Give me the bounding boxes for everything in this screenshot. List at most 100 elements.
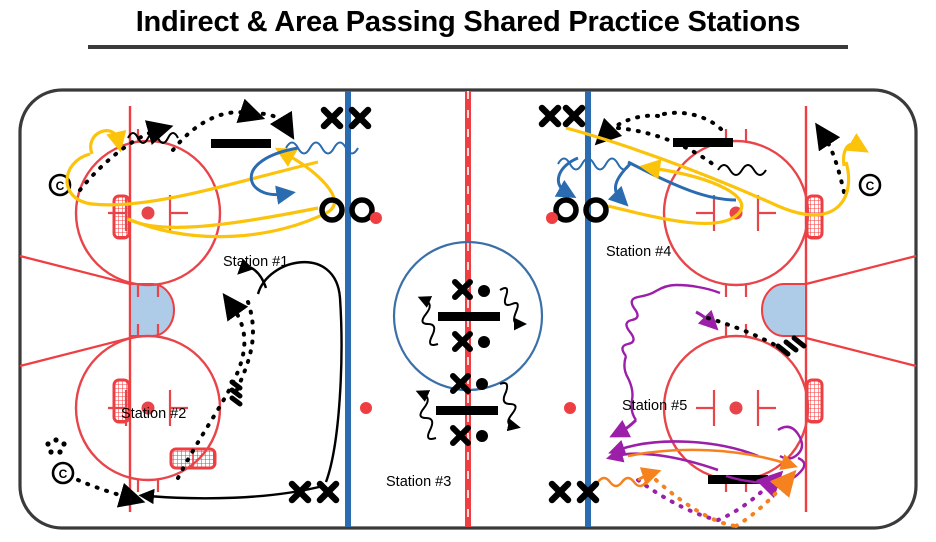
station3-lower-players: [450, 373, 488, 446]
page-header: Indirect & Area Passing Shared Practice …: [0, 0, 936, 62]
orange-arrow-5a: [637, 467, 662, 486]
rink-markings: [19, 91, 917, 527]
yellow-skate-path-1c: [127, 206, 319, 229]
title-divider: [88, 45, 848, 49]
o-marker: [319, 197, 345, 223]
dotted-pass-2c: [76, 478, 146, 508]
page-title: Indirect & Area Passing Shared Practice …: [135, 6, 801, 38]
dotted-pass-1a: [78, 120, 174, 192]
wave-skate-1: [127, 132, 179, 144]
rink-svg: C C C: [18, 88, 918, 530]
station-3-group: Station #3: [386, 279, 527, 490]
dotted-pass-4c: [662, 110, 724, 132]
puck-marker: [546, 212, 558, 224]
goal-net-right-top: [805, 194, 824, 240]
chevrons-5: [775, 335, 807, 357]
blue-shot-arrow-4: [607, 162, 632, 207]
hockey-rink-diagram: C C C: [18, 88, 918, 530]
wave-loop-3b-right: [499, 382, 521, 432]
coach-icon-left-bottom: C: [51, 461, 75, 485]
x-marker-right-top-group: [538, 104, 586, 128]
yellow-skate-arrow-4a: [842, 133, 869, 167]
barrier-bar-station3-lower: [436, 406, 498, 415]
station3-upper-players: [452, 279, 490, 352]
goal-net-right-bottom: [805, 378, 824, 424]
goal-crease-right: [761, 283, 807, 337]
black-skate-curve-2a: [256, 260, 343, 483]
purple-pass-curve-5b: [605, 446, 719, 472]
station-3-label: Station #3: [386, 474, 451, 490]
dotted-pass-1b: [171, 98, 266, 152]
svg-text:C: C: [56, 179, 65, 193]
purple-arrow-5b: [609, 418, 638, 438]
x-marker: [562, 104, 586, 128]
station-4-group: Station #4: [554, 110, 869, 260]
blue-shot-path-4: [554, 156, 579, 198]
puck-marker: [370, 212, 382, 224]
station-4-label: Station #4: [606, 244, 671, 260]
coach-icon-right-top: C: [858, 173, 882, 197]
x-marker: [316, 480, 340, 504]
barrier-bar-station3-upper: [438, 312, 500, 321]
purple-wave-5b: [623, 355, 637, 421]
x-marker-left-bottom-group: [288, 480, 340, 504]
trapezoid-right-bottom: [805, 336, 917, 368]
x-marker: [548, 480, 572, 504]
x-marker: [288, 480, 312, 504]
orange-pass-curve-5: [627, 448, 798, 470]
orange-dotted-5b: [734, 469, 797, 528]
purple-wave-5a: [621, 283, 721, 357]
barrier-bar-station4: [673, 138, 733, 147]
dotted-pass-4a: [616, 126, 720, 170]
x-marker: [576, 480, 600, 504]
yellow-skate-arrow-1a: [89, 129, 127, 155]
trapezoid-right-top: [805, 254, 917, 286]
player-markers: [288, 104, 609, 504]
o-marker: [349, 197, 375, 223]
neutral-dot-right: [564, 402, 576, 414]
chevrons-2: [229, 379, 243, 407]
o-marker-right-group: [546, 197, 609, 224]
x-marker-right-bottom-group: [548, 480, 600, 504]
coach-markers: C C C: [48, 173, 882, 485]
yellow-skate-path-4b: [607, 159, 744, 226]
trapezoid-left-bottom: [19, 336, 131, 368]
wave-shot-4: [557, 157, 631, 171]
orange-dotted-5a: [654, 478, 738, 528]
svg-text:C: C: [59, 467, 68, 481]
station-1-label: Station #1: [223, 254, 288, 270]
wave-loop-3-left: [417, 296, 439, 346]
o-marker: [583, 197, 609, 223]
neutral-dot-left: [360, 402, 372, 414]
blue-shot-path-1: [249, 146, 299, 205]
dotted-pass-4b: [594, 113, 660, 146]
station-5-label: Station #5: [622, 398, 687, 414]
wave-loop-3-right: [499, 287, 527, 331]
station-5-group: Station #5: [597, 283, 807, 528]
purple-pass-curve-5a: [608, 440, 759, 458]
o-marker: [553, 197, 579, 223]
x-marker: [348, 106, 372, 130]
x-marker: [538, 104, 562, 128]
wave-skate-4: [717, 164, 767, 176]
station-2-label: Station #2: [121, 406, 186, 422]
x-marker: [320, 106, 344, 130]
dotted-pass-2b: [234, 300, 255, 394]
purple-arrow-5a: [695, 309, 719, 331]
wave-shot-1: [285, 141, 359, 155]
trapezoid-left-top: [19, 254, 131, 286]
dotted-pass-5: [706, 316, 786, 352]
wave-loop-3b-left: [415, 390, 437, 440]
o-marker-left-group: [319, 197, 382, 224]
barrier-bar-station1: [211, 139, 271, 148]
svg-text:C: C: [866, 179, 875, 193]
purple-dotted-5b: [716, 470, 784, 522]
black-skate-arrow-2: [237, 258, 268, 289]
coach-icon-left-top: C: [48, 173, 72, 197]
goal-crease-left: [129, 283, 175, 337]
x-marker-left-top-group: [320, 106, 372, 130]
puck-cluster-2: [45, 437, 67, 455]
orange-wave-5: [597, 476, 647, 488]
yellow-skate-path-1b: [127, 147, 336, 239]
